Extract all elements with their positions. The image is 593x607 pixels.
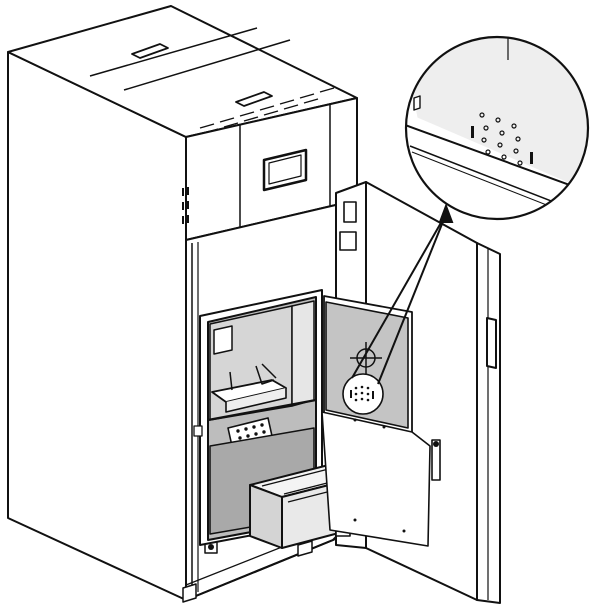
top-vent-slots: [199, 87, 335, 134]
boiler-door-open[interactable]: [321, 181, 501, 604]
callout-arrowhead: [438, 203, 454, 223]
door-center-mark: [350, 342, 382, 374]
cabinet-left-side: [7, 51, 187, 601]
magnifier-ring: [404, 35, 590, 221]
door-lock-bar[interactable]: [431, 439, 441, 481]
cabinet-foot: [182, 583, 197, 603]
ash-drawer-front: [249, 484, 283, 549]
side-vent-holes: [182, 187, 189, 224]
top-lid-handle-rear: [131, 43, 169, 59]
top-lid-handle-front: [235, 91, 273, 107]
control-display: [262, 148, 308, 192]
air-hole-area: [342, 373, 384, 415]
detail-magnifier: [404, 35, 590, 221]
door-handle[interactable]: [486, 317, 497, 369]
door-lower-panel: [321, 411, 431, 547]
detail-hole-pattern: [479, 112, 523, 166]
callout-leader: [351, 203, 454, 385]
